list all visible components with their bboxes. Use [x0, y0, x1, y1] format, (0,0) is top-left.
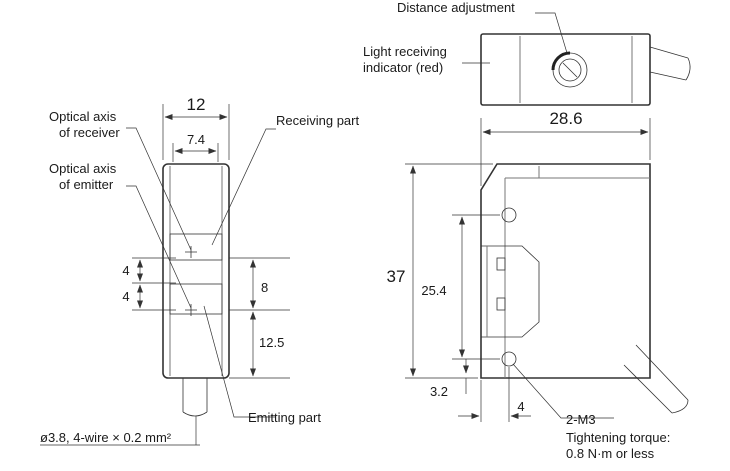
dim-37: 37 [387, 267, 406, 286]
optical-axis-receiver-label-line2: of receiver [59, 125, 120, 140]
emitting-part-leader [203, 305, 276, 418]
receiving-part-leader [211, 128, 276, 246]
dim-12: 12 [187, 95, 206, 114]
side-view-body [480, 163, 651, 379]
light-receiving-label-line2: indicator (red) [363, 60, 443, 75]
torque-label-line2: 0.8 N·m or less [566, 446, 655, 461]
emitting-part-label: Emitting part [248, 410, 321, 425]
dim-4-horizontal: 4 [517, 399, 524, 414]
mounting-hole-top-icon [501, 207, 517, 223]
dim-25-4: 25.4 [421, 283, 446, 298]
optical-axis-emitter-leader [126, 185, 192, 309]
optical-axis-receiver-leader [126, 127, 192, 251]
emitter-axis-cross-icon [185, 304, 197, 316]
dim-12-5: 12.5 [259, 335, 284, 350]
emitting-window [169, 283, 223, 315]
screw-label: 2-M3 [566, 412, 596, 427]
cable-spec-label: ø3.8, 4-wire × 0.2 mm² [40, 430, 172, 445]
front-view-body [162, 163, 230, 379]
dim-3-2: 3.2 [430, 384, 448, 399]
side-view: 28.6 37 25.4 3.2 4 2-M3 Tightening torqu… [387, 109, 689, 461]
light-receiving-label-line1: Light receiving [363, 44, 447, 59]
receiver-axis-cross-icon [185, 246, 197, 258]
optical-axis-emitter-label-line1: Optical axis [49, 161, 117, 176]
dim-4-top: 4 [122, 263, 129, 278]
distance-adjustment-label: Distance adjustment [397, 0, 515, 15]
mounting-hole-bottom-icon [501, 351, 517, 367]
dim-7-4: 7.4 [187, 132, 205, 147]
distance-adjustment-knob-icon [551, 51, 588, 88]
dim-28-6: 28.6 [549, 109, 582, 128]
screw-leader [512, 363, 614, 419]
receiving-part-label: Receiving part [276, 113, 359, 128]
front-view: 12 7.4 4 4 8 12.5 Optical axis of receiv… [40, 95, 359, 446]
torque-label-line1: Tightening torque: [566, 430, 670, 445]
receiving-window [169, 233, 223, 261]
optical-axis-receiver-label-line1: Optical axis [49, 109, 117, 124]
top-view: Distance adjustment Light receiving indi… [363, 0, 691, 106]
optical-axis-emitter-label-line2: of emitter [59, 177, 114, 192]
dim-8: 8 [261, 280, 268, 295]
top-view-body [480, 33, 651, 106]
distance-adjustment-leader [535, 12, 568, 54]
dim-4-bottom: 4 [122, 289, 129, 304]
